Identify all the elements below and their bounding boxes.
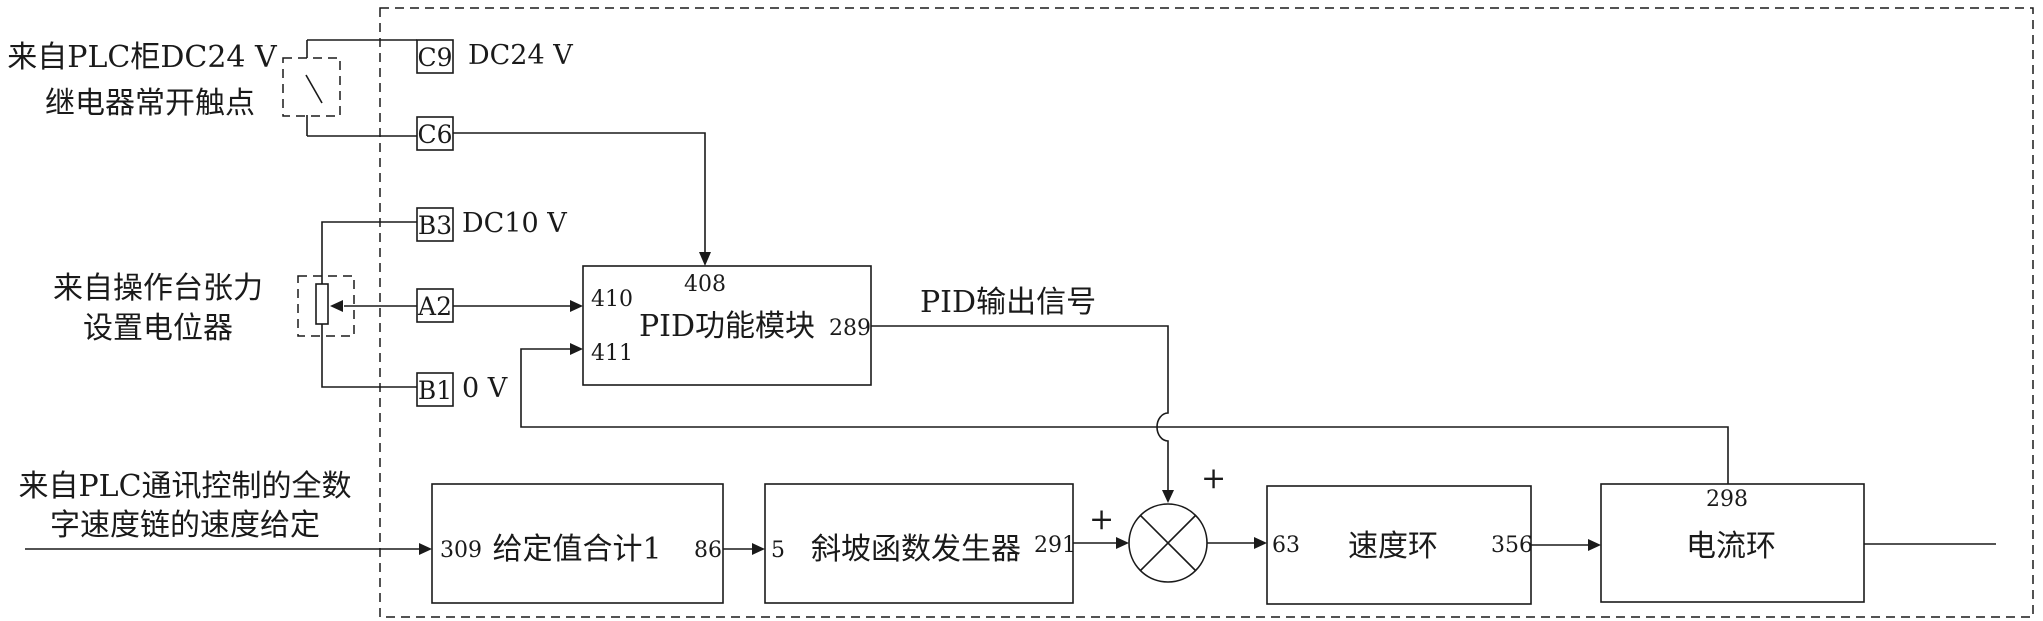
setpoint-pin-309: 309	[440, 538, 482, 563]
pid-block-title: PID功能模块	[639, 309, 815, 344]
ramp-generator-block	[764, 483, 1074, 604]
arrow-a2-pid	[570, 300, 583, 312]
pid-block	[582, 265, 872, 386]
wiper-arrow	[330, 300, 343, 312]
potentiometer-icon	[315, 283, 329, 325]
arrow-c6-pid	[699, 252, 711, 266]
speed-pin-63: 63	[1272, 533, 1300, 558]
speed-loop-block	[1266, 485, 1532, 605]
pot-source-label-1: 来自操作台张力	[53, 271, 263, 306]
arrow-feedback-pid	[570, 343, 583, 355]
terminal-c9	[416, 39, 454, 74]
setpoint-sum-title: 给定值合计1	[492, 532, 661, 567]
pid-output-label: PID输出信号	[920, 285, 1096, 320]
relay-contact-icon	[305, 40, 323, 136]
arrow-into-summing	[1116, 537, 1129, 549]
arrow-into-speed-loop	[1254, 537, 1267, 549]
terminal-b3	[416, 207, 454, 242]
pid-pin-410: 410	[591, 287, 633, 312]
pid-pin-411: 411	[591, 341, 633, 366]
pid-pin-289: 289	[829, 316, 871, 341]
relay-source-label-1: 来自PLC柜DC24 V	[7, 40, 278, 75]
dc10v-label: DC10 V	[462, 208, 567, 239]
wire-b3-pot	[321, 221, 417, 284]
current-loop-title: 电流环	[1686, 529, 1776, 564]
wire-c6-to-pid	[453, 132, 706, 252]
wire-pid-output	[871, 325, 1169, 490]
plc-speed-label-2: 字速度链的速度给定	[50, 508, 320, 543]
zero-v-label: 0 V	[462, 373, 508, 404]
relay-dashed-box	[282, 57, 341, 117]
arrow-into-setpoint	[419, 543, 432, 555]
arrow-pid-summing	[1162, 490, 1174, 503]
setpoint-sum-block	[431, 483, 724, 604]
arrow-into-current-loop	[1588, 539, 1601, 551]
wire-b1-pot	[321, 324, 417, 388]
plus-top-sign: +	[1201, 461, 1226, 496]
plc-speed-label-1: 来自PLC通讯控制的全数	[18, 469, 351, 504]
terminal-a2	[416, 288, 454, 323]
speed-pin-356: 356	[1491, 533, 1533, 558]
ramp-generator-title: 斜坡函数发生器	[811, 532, 1021, 567]
ramp-pin-5: 5	[771, 538, 785, 563]
setpoint-pin-86: 86	[694, 538, 722, 563]
plus-left-sign: +	[1089, 502, 1114, 537]
terminal-c6-label: C6	[417, 120, 452, 149]
current-loop-block	[1600, 483, 1865, 603]
dc24v-label: DC24 V	[468, 40, 573, 71]
drive-boundary	[379, 7, 2034, 618]
current-pin-298: 298	[1706, 487, 1748, 512]
pid-pin-408: 408	[684, 272, 726, 297]
pot-source-label-2: 设置电位器	[83, 311, 233, 346]
summing-junction-icon	[1128, 503, 1208, 583]
pot-dashed-box	[297, 275, 355, 337]
terminal-b1-label: B1	[418, 376, 452, 405]
terminal-a2-label: A2	[417, 292, 452, 321]
terminal-b3-label: B3	[418, 211, 452, 240]
relay-source-label-2: 继电器常开触点	[45, 86, 255, 121]
speed-loop-title: 速度环	[1348, 529, 1438, 564]
terminal-c9-label: C9	[417, 43, 452, 72]
arrow-into-ramp	[752, 543, 765, 555]
terminal-b1	[416, 372, 454, 407]
wire-feedback	[520, 348, 1729, 484]
terminal-c6	[416, 116, 454, 151]
ramp-pin-291: 291	[1034, 533, 1076, 558]
